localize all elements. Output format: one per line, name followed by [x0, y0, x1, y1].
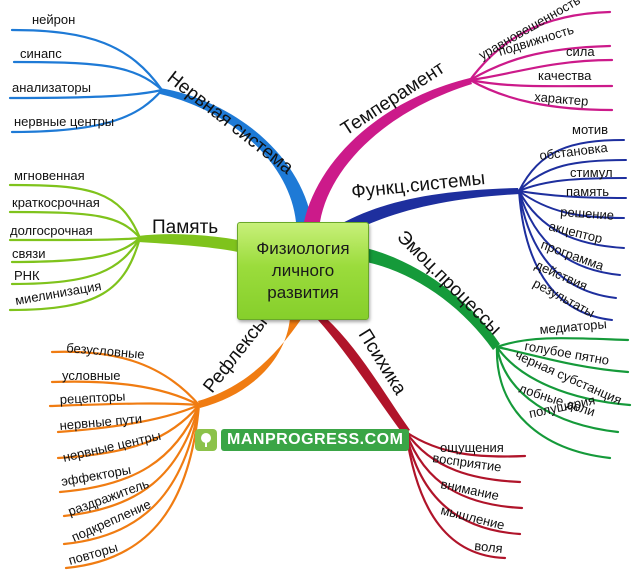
branch-nervous-system: нейрон синапс анализаторы нервные центры…: [8, 12, 312, 222]
branch-trunk: [304, 78, 472, 222]
leaf-label: мотив: [572, 122, 608, 137]
leaf-label: долгосрочная: [10, 223, 93, 238]
leaf-label: память: [566, 184, 609, 199]
leaf-label: мгновенная: [14, 168, 85, 183]
watermark-logo: MANPROGRESS.COM: [195, 428, 410, 452]
branch-line: [518, 190, 625, 249]
branch-line: [468, 78, 614, 88]
branch-trunk: [318, 318, 410, 434]
branch-line: [8, 210, 142, 240]
branch-line: [8, 236, 142, 312]
branch-line: [495, 345, 620, 434]
branch-line: [404, 430, 522, 536]
leaf-label: краткосрочная: [12, 195, 100, 210]
branch-line: [518, 190, 627, 199]
branch-label: Нервная система: [163, 67, 298, 179]
branch-trunk: [138, 234, 238, 252]
branch-line: [56, 403, 201, 434]
branch-line: [518, 190, 613, 321]
branch-memory: мгновенная краткосрочная долгосрочная св…: [8, 168, 238, 312]
branch-trunk: [366, 248, 500, 350]
branch-line: [62, 403, 201, 546]
leaf-label: мышление: [439, 502, 506, 532]
leaf-label: нервные центры: [14, 114, 114, 129]
branch-line: [48, 402, 201, 408]
tree-icon: [195, 429, 217, 451]
branch-line: [468, 78, 614, 112]
branch-line: [8, 183, 142, 240]
branch-line: [404, 430, 524, 510]
branch-line: [404, 430, 527, 458]
leaf-label: связи: [12, 246, 46, 261]
branch-trunk: [198, 318, 302, 408]
branch-line: [468, 10, 612, 82]
branch-line: [64, 403, 201, 570]
branch-line: [10, 236, 142, 264]
branch-line: [468, 58, 614, 82]
leaf-label: нервные центры: [61, 428, 162, 465]
branch-line: [518, 139, 625, 192]
center-line: Физиология: [256, 239, 350, 258]
branch-line: [56, 403, 201, 460]
branch-line: [50, 380, 201, 407]
leaf-label: синапс: [20, 46, 62, 61]
branch-line: [495, 337, 630, 349]
branch-line: [495, 345, 612, 460]
branch-functional-systems: мотив обстановка стимул память решение а…: [334, 122, 627, 321]
center-line: личного: [271, 261, 335, 280]
branch-line: [10, 236, 142, 286]
leaf-label: медиаторы: [539, 316, 607, 337]
branch-line: [8, 88, 164, 100]
leaf-label: рецепторы: [59, 389, 125, 407]
branch-line: [495, 345, 630, 374]
center-line: развития: [267, 283, 339, 302]
branch-line: [50, 350, 201, 407]
branch-line: [12, 60, 164, 92]
branch-line: [518, 190, 625, 219]
branch-line: [62, 403, 201, 518]
leaf-label: нервные пути: [59, 411, 143, 433]
leaf-label: ощущения: [440, 440, 504, 455]
branch-line: [468, 44, 612, 82]
branch-line: [8, 236, 142, 242]
leaf-label: анализаторы: [12, 80, 91, 95]
branch-trunk: [160, 88, 312, 222]
center-node: Физиология личного развития: [237, 222, 369, 320]
leaf-label: РНК: [14, 268, 40, 283]
leaf-label: условные: [62, 368, 120, 383]
branch-label: Память: [152, 217, 218, 238]
branch-line: [518, 190, 617, 299]
leaf-label: качества: [538, 68, 592, 83]
leaf-label: нейрон: [32, 12, 75, 27]
branch-line: [10, 28, 164, 92]
branch-label: Рефлексы: [199, 312, 272, 397]
watermark-text: MANPROGRESS.COM: [221, 429, 410, 451]
branch-label: Эмоц.процессы: [392, 227, 505, 340]
leaf-label: стимул: [570, 165, 613, 180]
leaf-label: обстановка: [539, 140, 610, 163]
branch-line: [10, 88, 164, 134]
leaf-label: безусловные: [66, 340, 146, 362]
branch-line: [518, 159, 627, 192]
leaf-label: сила: [566, 44, 595, 59]
branch-line: [404, 430, 507, 560]
branch-line: [495, 345, 632, 407]
leaf-label: решение: [560, 204, 615, 223]
branch-line: [518, 190, 621, 276]
branch-line: [518, 177, 627, 192]
leaf-label: воля: [474, 538, 504, 556]
branch-line: [58, 403, 201, 494]
leaf-label: характер: [534, 89, 589, 109]
branch-line: [404, 430, 522, 484]
